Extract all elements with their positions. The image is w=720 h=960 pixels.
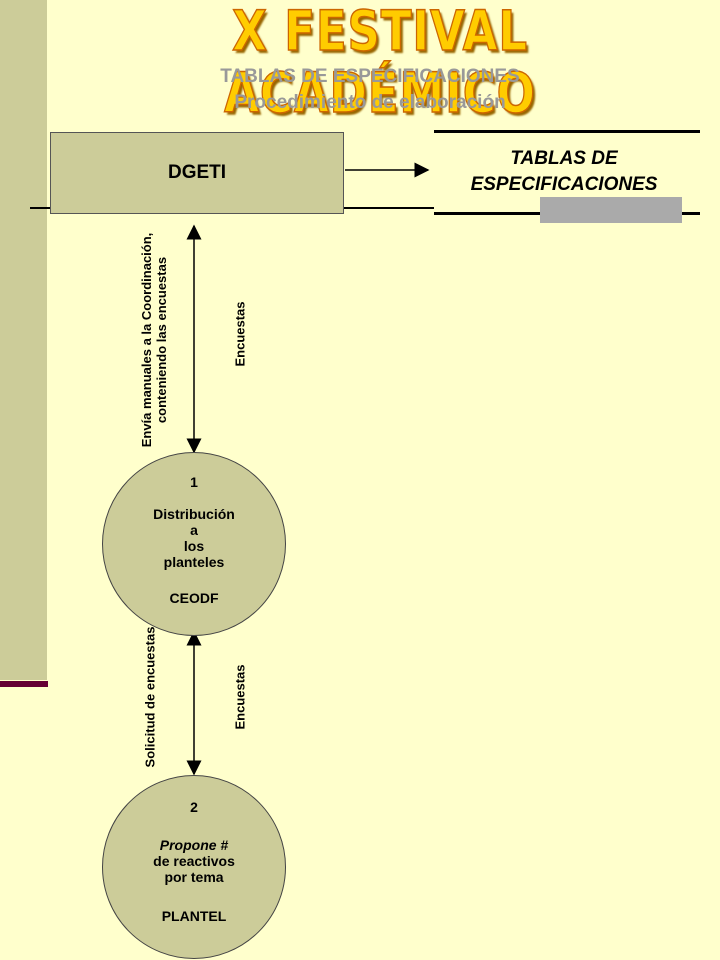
flow-label-encuestas-1: Encuestas <box>232 301 248 367</box>
node-1-actor: CEODF <box>169 590 219 606</box>
node-2-line-1: Propone # <box>159 837 229 853</box>
node-2-number: 2 <box>190 799 198 815</box>
output-store-label: TABLAS DE ESPECIFICACIONES <box>430 146 698 198</box>
node-1-line-3: los <box>183 538 205 554</box>
output-line-2: ESPECIFICACIONES <box>470 174 658 195</box>
flow-label-encuestas-2: Encuestas <box>232 664 248 730</box>
flow-label-manuales-line-2: conteniendo las encuestas <box>154 256 169 424</box>
node-1-line-4: planteles <box>163 554 225 570</box>
festival-banner: X FESTIVAL ACADÉMICO <box>224 0 536 125</box>
node-2-actor: PLANTEL <box>161 908 227 924</box>
sidebar-accent <box>0 681 48 687</box>
node-2-line-3: por tema <box>164 869 224 885</box>
node-2-line-2: de reactivos <box>153 853 235 869</box>
flow-label-manuales-line-1: Envía manuales a la Coordinación, <box>139 232 154 448</box>
node-1-line-1: Distribución <box>153 506 235 522</box>
page-subtitle: Procedimiento de elaboración <box>234 92 506 113</box>
gray-block <box>540 197 682 223</box>
process-node-1[interactable]: 1 Distribución a los planteles CEODF <box>102 452 286 636</box>
process-node-2[interactable]: 2 Propone # de reactivos por tema PLANTE… <box>102 775 286 959</box>
dgeti-entity-box[interactable]: DGETI <box>50 132 344 214</box>
flow-label-solicitud: Solicitud de encuestas <box>142 626 158 768</box>
top-rule <box>434 130 700 133</box>
node-1-number: 1 <box>190 474 198 490</box>
sidebar-bar <box>0 0 47 680</box>
page-title: TABLAS DE ESPECIFICACIONES <box>220 66 520 87</box>
node-1-line-2: a <box>190 522 198 538</box>
dgeti-label: DGETI <box>167 162 227 183</box>
output-line-1: TABLAS DE <box>510 148 618 169</box>
flow-label-manuales: Envía manuales a la Coordinación, conten… <box>139 233 169 448</box>
